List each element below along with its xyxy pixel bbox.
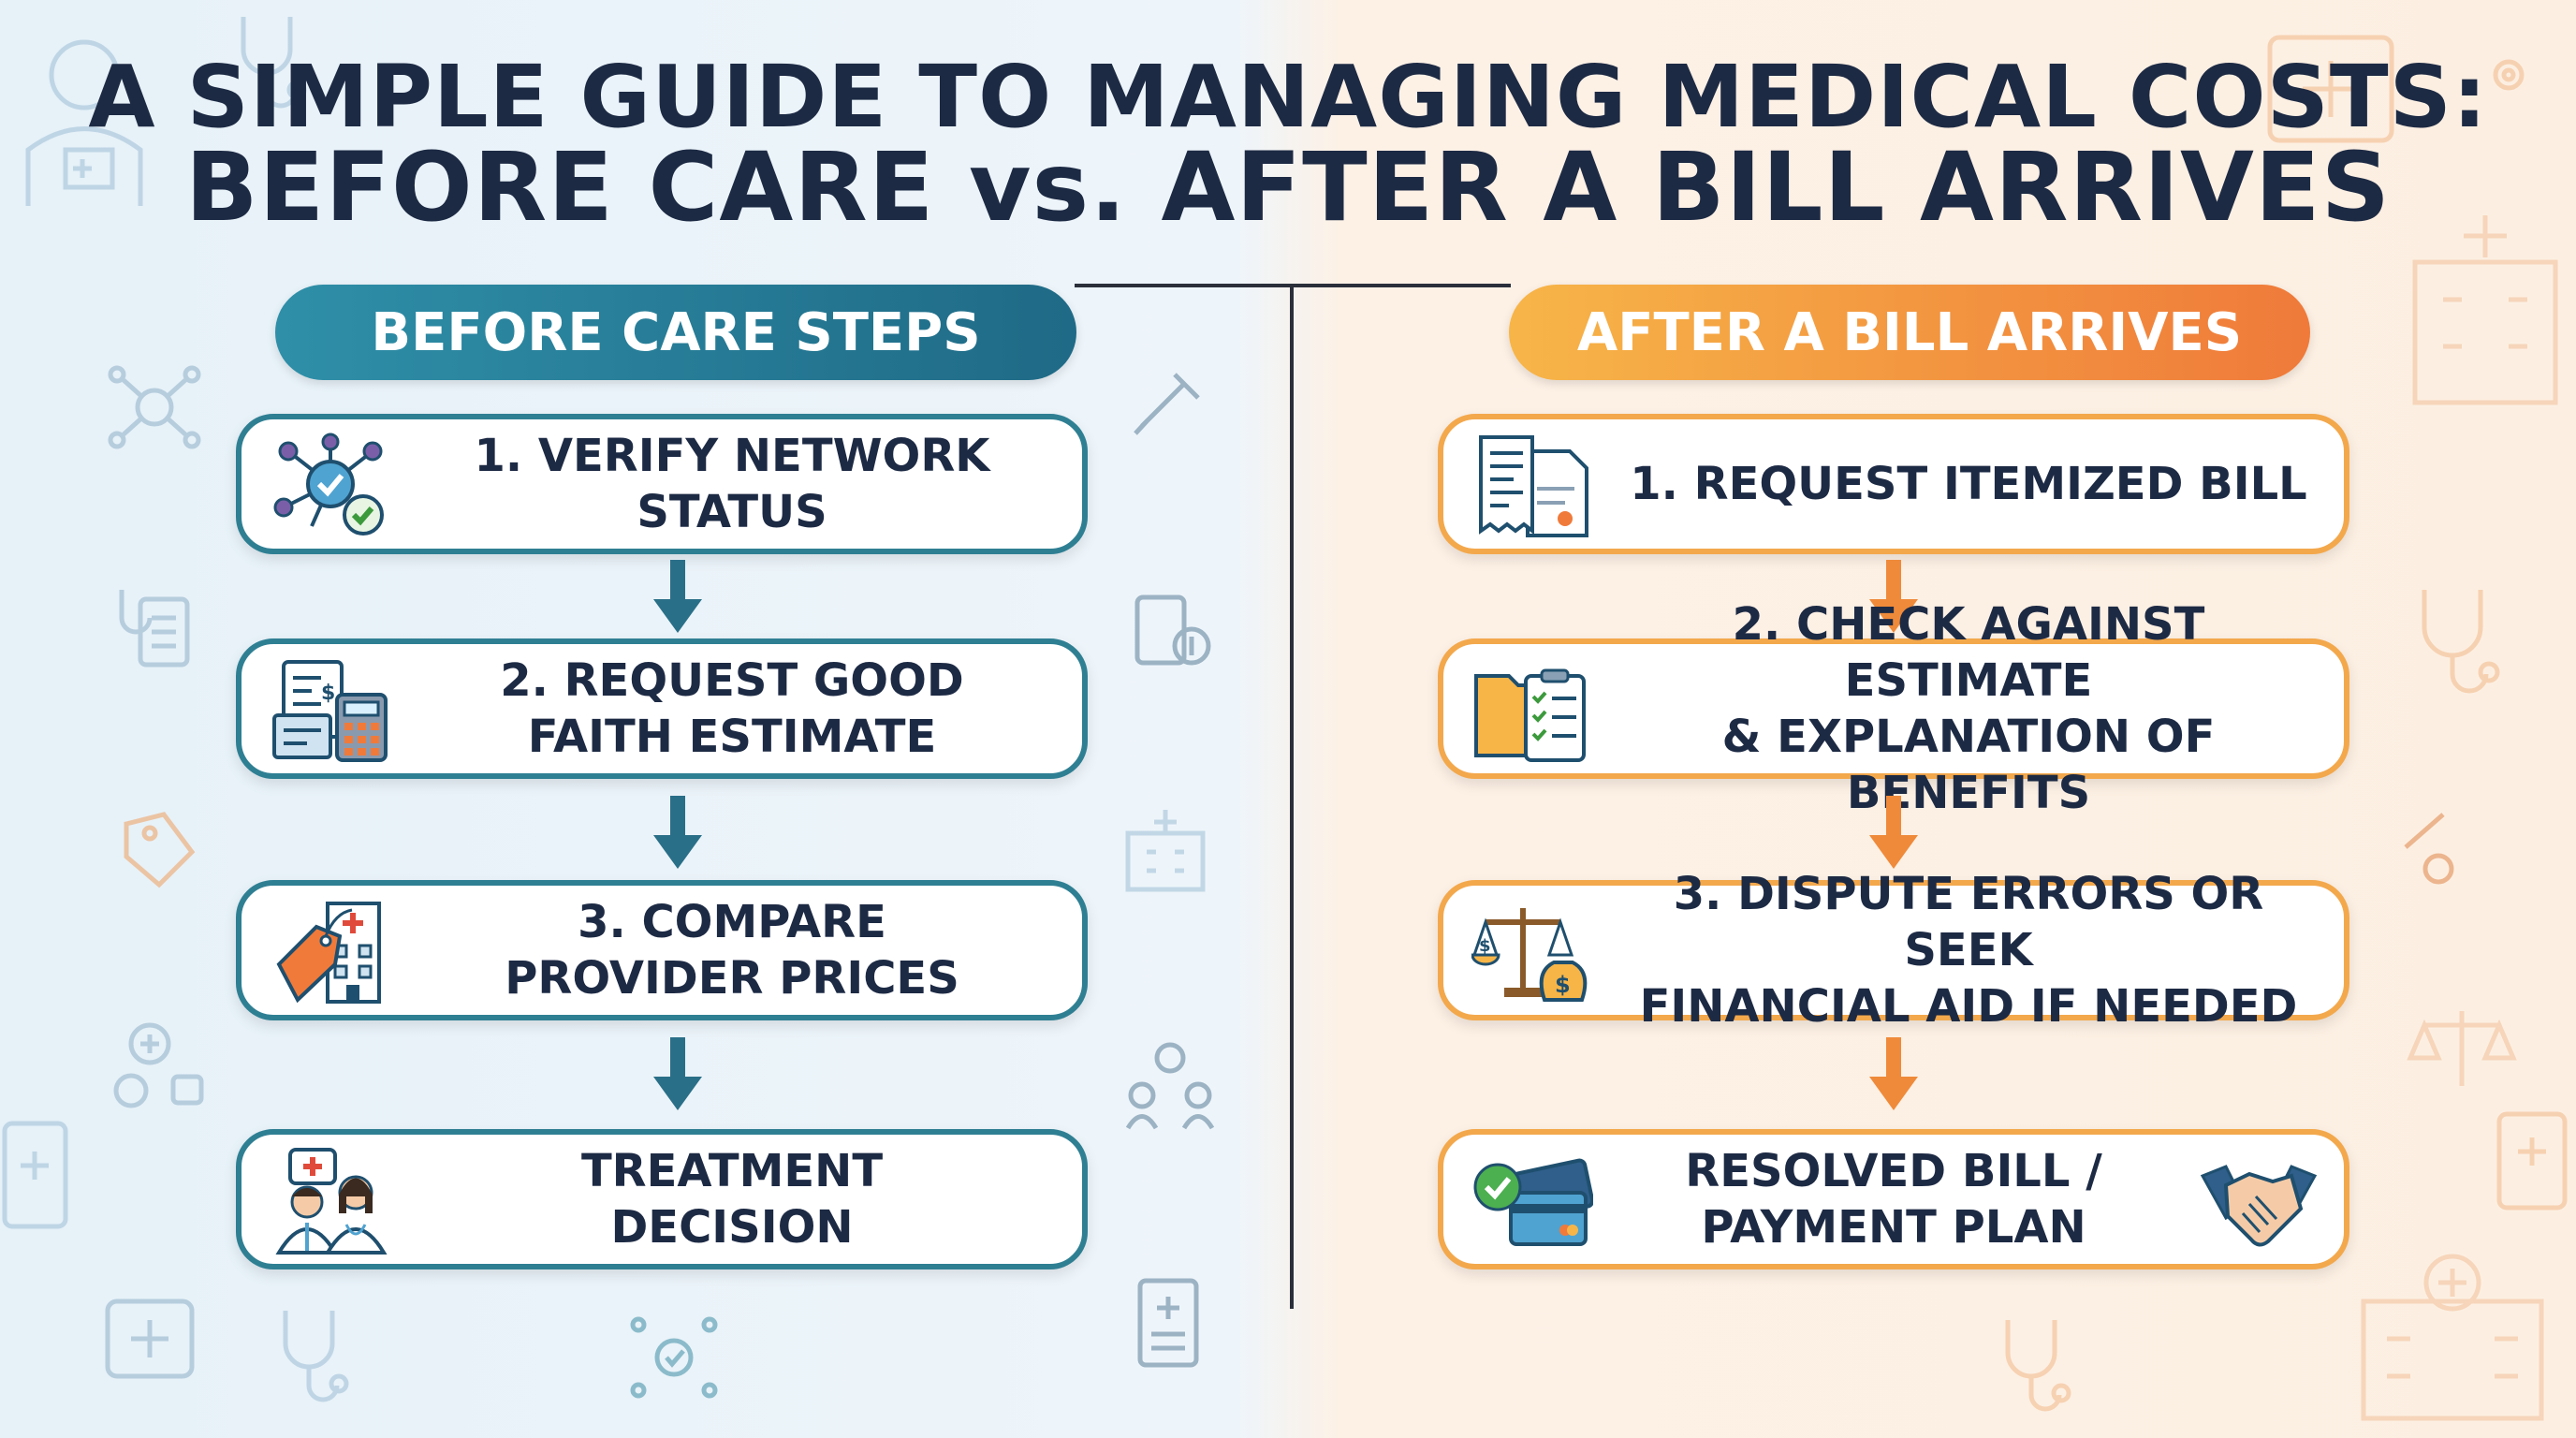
network-check-small-icon: [630, 1316, 718, 1399]
clipboard-stethoscope-icon: [119, 590, 190, 668]
svg-text:$: $: [1555, 972, 1571, 998]
after-step-1: 1. REQUEST ITEMIZED BILL: [1438, 414, 2349, 554]
header-connector: [1075, 284, 1511, 287]
syringe-icon: [1134, 373, 1200, 435]
syringe-dollar-icon: [2404, 813, 2454, 885]
arrow-down-icon: [653, 1037, 702, 1110]
hospital-building-icon: [1125, 810, 1206, 892]
arrow-down-icon: [653, 796, 702, 869]
stethoscope-orange-icon: [2422, 590, 2500, 694]
after-step-2: 2. CHECK AGAINST ESTIMATE& EXPLANATION O…: [1438, 598, 2349, 819]
hospital-bottom-icon: [2361, 1254, 2544, 1421]
scales-outline-icon: [2407, 1011, 2517, 1086]
stethoscope-bottom-icon: [2005, 1320, 2071, 1412]
network-check-icon: [273, 433, 384, 536]
page-title-line1: A SIMPLE GUIDE TO MANAGING MEDICAL COSTS…: [88, 47, 2488, 147]
doctor-patient-icon: [275, 1148, 388, 1255]
scales-moneybag-icon: $ $: [1471, 908, 1588, 1002]
target-dot-icon: [2493, 59, 2525, 91]
stethoscope-outline-icon: [241, 17, 307, 109]
before-step-1: 1. VERIFY NETWORK STATUS: [236, 414, 1088, 554]
price-tag-outline-icon: [124, 812, 196, 888]
clipboard-cross-icon: [2, 1121, 68, 1229]
handshake-icon: [2200, 1165, 2318, 1247]
svg-text:$: $: [1479, 936, 1491, 956]
arrow-down-icon: [1869, 560, 1918, 633]
arrow-down-icon: [1869, 796, 1918, 869]
after-step-1-label: 1. REQUEST ITEMIZED BILL: [1630, 458, 2307, 510]
after-step-2-label: 2. CHECK AGAINST ESTIMATE& EXPLANATION O…: [1721, 598, 2216, 819]
estimate-calculator-icon: $: [272, 660, 388, 762]
after-step-4-label: RESOLVED BILL /PAYMENT PLAN: [1685, 1145, 2102, 1254]
before-step-1-label: 1. VERIFY NETWORK STATUS: [474, 430, 990, 538]
column-divider: [1290, 286, 1294, 1309]
page-title-line2: BEFORE CARE vs. AFTER A BILL ARRIVES: [184, 132, 2392, 243]
hospital-outline-icon: [2412, 215, 2558, 405]
svg-text:$: $: [321, 682, 335, 705]
clipboard-orange-icon: [2496, 1111, 2568, 1211]
arrow-down-icon: [653, 560, 702, 633]
arrow-down-icon: [1869, 1037, 1918, 1110]
document-cross-icon: [1137, 1278, 1199, 1368]
price-tag-hospital-icon: [276, 902, 381, 1004]
before-care-header: BEFORE CARE STEPS: [275, 285, 1076, 380]
after-bill-header: AFTER A BILL ARRIVES: [1509, 285, 2310, 380]
doctors-group-icon: [1125, 1042, 1215, 1130]
after-step-4: RESOLVED BILL /PAYMENT PLAN: [1438, 1129, 2349, 1269]
clipboard-dollar-icon: [1134, 594, 1211, 666]
folder-checklist-icon: [1474, 668, 1586, 762]
itemized-bill-icon: [1479, 435, 1588, 537]
network-node-icon: [108, 365, 201, 449]
stethoscope-small-icon: [283, 1311, 349, 1402]
doctor-outline-icon: [25, 39, 143, 206]
card-check-icon: [1473, 1158, 1593, 1246]
medical-kit-icon: [105, 1299, 195, 1379]
medical-folder-icon: [2267, 35, 2394, 143]
medical-coins-icon: [113, 1022, 204, 1108]
